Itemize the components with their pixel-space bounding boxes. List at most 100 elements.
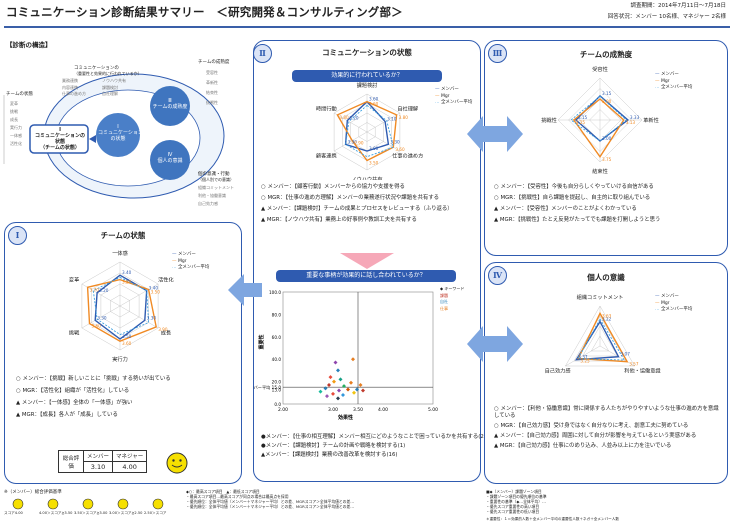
scatter-legend: ◆ キーワード 課題 自社 仕事 <box>440 286 465 311</box>
panel2-bullets: ○ メンバー：【顧客行動】メンバーからの協力や支援を得る ○ MGR：【仕事の進… <box>261 184 453 223</box>
radar-series-average <box>577 318 626 361</box>
radar-series-average <box>570 95 627 142</box>
panel1-legend: — メンバー — Mgr … 全メンバー平均 <box>172 252 210 270</box>
radar-value-label-member: 3.37 <box>578 355 588 360</box>
structure-diagram: 【診断の構造】 Ⅰ コミュニケーションの 状態 （チームの状態） Ⅰ コミュニケ… <box>2 40 250 218</box>
scatter-point <box>346 387 350 392</box>
radar-axis <box>81 305 121 329</box>
bottom-items: 組織コミットメント 利他・協働意識 自己効力感 <box>198 185 234 206</box>
panel1-number: Ⅰ <box>8 226 27 245</box>
radar-value-label-mgr: 3.00 <box>602 99 612 104</box>
scatter-point <box>323 386 328 391</box>
radar-axis <box>565 345 601 367</box>
scatter-point <box>358 382 363 387</box>
radar-value-label-mgr: 3.50 <box>369 161 379 166</box>
radar-value-label-member: 3.22 <box>602 317 612 322</box>
scatter-y-tick: 60.0 <box>272 335 282 340</box>
panel2-pill2: 重要な事柄が効果的に話し合われているか？ <box>276 270 456 282</box>
center-box: Ⅰ コミュニケーションの 状態 （チームの状態） <box>35 127 85 151</box>
radar-value-label-mgr: 3.13 <box>626 120 636 125</box>
radar-grid-ring <box>590 335 610 352</box>
scatter-point <box>361 388 365 393</box>
radar-axis-label: 挑戦性 <box>541 116 557 124</box>
panel4-title: 個人の意識 <box>587 273 625 282</box>
footer-note: ＊重要性：１＝効果的人数＋全メンバー平均の重要性人数＋ネガ＋全メンバー人数 <box>486 517 619 521</box>
radar-value-label-member: 3.30 <box>390 139 400 144</box>
right-items: 受容性 革新性 結束性 挑戦性 <box>206 70 218 105</box>
top-items-2: ノウハウ共有 課題検討 自社理解 <box>102 78 126 96</box>
radar-series-member <box>574 320 620 361</box>
structure-graphic <box>3 73 225 199</box>
radar-series-average <box>345 104 394 158</box>
panel4-radar: 組織コミットメント利他・協働意識自己効力感3.223.073.373.633.5… <box>545 293 661 375</box>
scatter-x-tick: 3.50 <box>353 407 363 413</box>
scatter-point <box>351 357 355 362</box>
radar-value-label-mgr: 3.60 <box>369 102 379 107</box>
scatter-point <box>328 375 333 380</box>
radar-value-label-member: 3.33 <box>630 115 640 120</box>
score-header-manager: マネジャー <box>112 450 148 462</box>
radar-value-label-mgr: 2.90 <box>354 141 364 146</box>
scatter-point <box>318 389 323 394</box>
scatter-point <box>352 390 356 395</box>
scatter-point <box>327 382 331 387</box>
radar-axis <box>119 305 159 329</box>
radar-axis-label: ノウハウ共有 <box>351 175 382 180</box>
radar-axis <box>599 345 635 367</box>
top-items: 業務連携 内容連携 仕事の進め方 <box>62 78 86 96</box>
radar-series-average <box>92 276 150 336</box>
radar-value-label-mgr: 3.63 <box>602 313 612 318</box>
scatter-y-tick: 100.0 <box>269 290 281 295</box>
radar-axis <box>333 112 368 133</box>
radar-axis-label: 仕事の進め方 <box>392 152 423 160</box>
down-arrow-icon <box>340 253 394 269</box>
panel3-title: チームの成熟度 <box>579 50 633 59</box>
radar-value-label-member: 3.50 <box>122 334 132 339</box>
scatter-x-tick: 3.00 <box>328 407 338 413</box>
radar-value-label-mgr: 3.75 <box>602 157 612 162</box>
right-heading: チームの成熟度 <box>198 60 230 65</box>
radar-series-mgr <box>577 311 629 363</box>
scatter-y-tick: 40.0 <box>272 357 282 362</box>
radar-value-label-member: 3.00 <box>602 136 612 141</box>
scatter-point <box>341 393 345 398</box>
score-member: 3.10 <box>82 461 114 473</box>
radar-value-label-mgr: 3.70 <box>90 287 100 292</box>
panel2-radar: 課題検討自社理解仕事の進め方ノウハウ共有顧客連携時間行動3.603.103.30… <box>316 81 423 180</box>
inner-circle-label: Ⅰ コミュニケーション の状態 <box>98 124 143 142</box>
double-arrow-icon-top <box>467 116 523 152</box>
radar-value-label-mgr: 3.60 <box>395 147 405 152</box>
panel3-radar: 受容性革新性結束性挑戦性3.153.333.003.153.003.133.75… <box>541 65 659 175</box>
radar-axis-label: 成長 <box>161 329 172 337</box>
radar-axis-label: 一体感 <box>112 249 128 257</box>
respondent-status: 回答状況：メンバー 10名様、マネジャー 2名様 <box>607 14 726 20</box>
scatter-x-tick: 4.00 <box>378 407 388 413</box>
radar-value-label-member: 3.15 <box>602 91 612 96</box>
radar-axis-label: 課題検討 <box>357 81 378 89</box>
radar-value-label-mgr: 3.60 <box>122 341 132 346</box>
top-heading: コミュニケーションの <box>74 66 119 71</box>
panel-individual-awareness <box>484 262 728 484</box>
scatter-point <box>332 379 336 384</box>
radar-value-label-member: 3.20 <box>99 288 109 293</box>
footer-score-scale: スコア4.00 4.00＞スコア≧3.50 3.50＞スコア≧3.00 3.00… <box>4 496 179 518</box>
radar-series-member <box>344 100 390 152</box>
panel3-number: Ⅲ <box>488 44 507 63</box>
panel1-radar: 一体感活性化成長実行力挑戦変革3.403.403.303.503.303.203… <box>69 249 174 363</box>
scatter-point <box>325 394 329 399</box>
footer-mid-notes: ◆○：最高スコア項目 ▲：最低スコア項目 ・最高スコア項目…最高スコアが同点の場… <box>186 489 355 509</box>
team-circle-label: Ⅲ チームの成熟度 <box>152 98 188 110</box>
panel2-pill: 効果的に行われているか？ <box>292 70 442 82</box>
top-heading-sub: （重要性と効果的に行われているか） <box>74 71 142 76</box>
radar-value-label-member: 3.10 <box>387 117 397 122</box>
scatter-y-tick: 13.0 <box>272 387 282 392</box>
radar-value-label-member: 3.15 <box>578 115 588 120</box>
radar-axis-label: 実行力 <box>112 355 128 363</box>
footer-right-notes: ■◆（メンバー）課題ゾーン項目 ・課題ゾーン項目の優先順位の基準 ・重要性の基準… <box>486 489 547 514</box>
scatter-x-label: 効果性 <box>338 414 353 421</box>
structure-label: 【診断の構造】 <box>6 41 52 49</box>
panel2-number: Ⅱ <box>253 44 272 63</box>
radar-value-label-mgr: 3.80 <box>339 115 349 120</box>
double-arrow-icon-bottom <box>467 326 523 362</box>
